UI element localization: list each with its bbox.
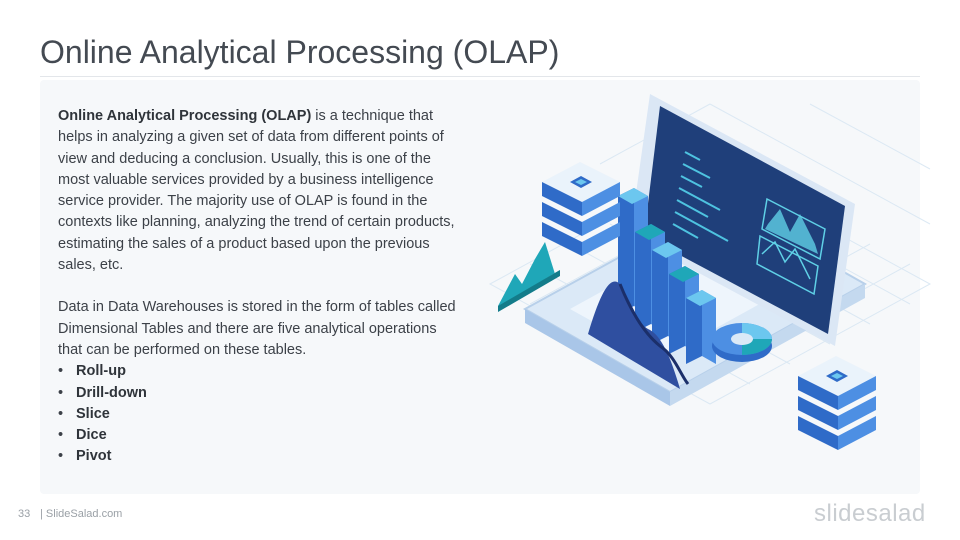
operation-item: Roll-up <box>58 361 458 383</box>
olap-illustration <box>488 94 932 450</box>
operation-item: Dice <box>58 425 458 447</box>
intro-bold-term: Online Analytical Processing (OLAP) <box>58 108 312 124</box>
title-divider <box>40 76 920 77</box>
operation-item: Pivot <box>58 446 458 468</box>
slide-title: Online Analytical Processing (OLAP) <box>40 34 560 70</box>
intro-paragraph: Online Analytical Processing (OLAP) is a… <box>58 106 458 276</box>
body-text: Online Analytical Processing (OLAP) is a… <box>58 106 458 468</box>
server-stack-icon <box>542 162 620 256</box>
server-stack-icon <box>798 356 876 450</box>
intro-text: is a technique that helps in analyzing a… <box>58 108 455 274</box>
second-paragraph: Data in Data Warehouses is stored in the… <box>58 299 456 358</box>
operation-item: Drill-down <box>58 383 458 405</box>
bar-chart-icon <box>618 188 716 364</box>
brand-logo: slidesalad <box>814 500 926 527</box>
laptop-screen-icon <box>630 94 855 346</box>
page-number: 33 <box>18 508 31 520</box>
donut-chart-icon <box>712 323 772 362</box>
footer-site: | SlideSalad.com <box>40 508 123 520</box>
area-chart-icon <box>498 242 560 312</box>
wave-chart-icon <box>588 281 690 389</box>
operation-item: Slice <box>58 404 458 426</box>
operations-list: Roll-up Drill-down Slice Dice Pivot <box>58 361 458 468</box>
